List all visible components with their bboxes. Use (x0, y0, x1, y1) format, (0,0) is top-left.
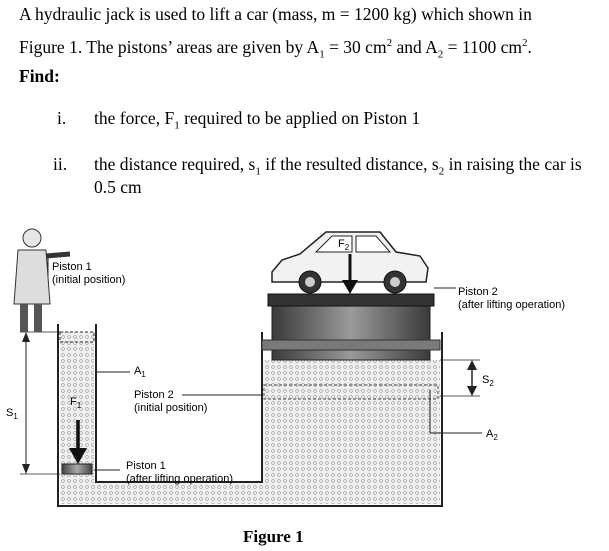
piston2-initial-label: Piston 2 (initial position) (134, 389, 207, 415)
label-line: (after lifting operation) (126, 473, 233, 485)
f1-label: F1 (70, 396, 81, 412)
label-text: F (70, 396, 77, 408)
f2-label: F2 (338, 238, 349, 254)
piston-2-ring (261, 339, 441, 351)
problem-text-segment: and A (392, 37, 438, 57)
subscript: 1 (13, 412, 18, 422)
subscript: 2 (437, 48, 444, 61)
f2-arrowhead (342, 280, 358, 294)
f1-arrowhead (69, 448, 87, 464)
s1-label: S1 (6, 407, 18, 423)
s2-label: S2 (482, 374, 494, 390)
label-text: S (6, 407, 14, 419)
question-number: i. (57, 108, 67, 128)
subscript: 1 (76, 401, 82, 411)
superscript: 2 (386, 37, 393, 50)
piston-2-initial (263, 384, 439, 400)
question-text-segment: the distance required, s (94, 154, 256, 174)
piston2-after-label: Piston 2 (after lifting operation) (458, 286, 565, 312)
label-line: Piston 1 (126, 460, 166, 472)
subscript: 1 (319, 48, 325, 61)
figure-caption: Figure 1 (243, 527, 304, 546)
problem-text-line1: A hydraulic jack is used to lift a car (… (19, 4, 532, 24)
piston1-after-label: Piston 1 (after lifting operation) (126, 460, 233, 486)
question-2-text: the distance required, s1 if the resulte… (94, 154, 582, 178)
find-heading: Find: (19, 66, 60, 87)
problem-text-segment: Figure 1. The pistons’ areas are given b… (19, 37, 320, 57)
label-line: (after lifting operation) (458, 299, 565, 311)
piston-1-after (61, 463, 93, 475)
label-line: (initial position) (52, 274, 126, 286)
label-text: A (134, 365, 142, 377)
subscript: 1 (141, 370, 146, 380)
fluid-small-cylinder (60, 332, 94, 504)
car-platform (267, 293, 435, 307)
container-outline (57, 324, 443, 507)
label-text: S (482, 374, 490, 386)
question-number: ii. (53, 154, 68, 174)
subscript: 2 (438, 165, 445, 178)
subscript: 1 (174, 119, 180, 132)
question-2-number: ii. (53, 154, 67, 175)
subscript: 2 (493, 433, 498, 443)
question-text-segment: if the resulted distance, s (260, 154, 439, 174)
question-1-number: i. (57, 108, 66, 129)
hydraulic-jack-diagram (13, 228, 482, 507)
label-line: Piston 2 (458, 286, 498, 298)
find-label: Find: (19, 66, 60, 86)
label-line: (initial position) (134, 402, 208, 414)
question-text-segment: required to be applied on Piston 1 (179, 108, 421, 128)
question-1-text: the force, F1 required to be applied on … (94, 108, 420, 132)
label-line: Piston 2 (134, 389, 174, 401)
subscript: 1 (255, 165, 261, 178)
problem-text-segment: = 1100 cm (443, 37, 522, 57)
superscript: 2 (522, 37, 528, 50)
piston1-initial-label: Piston 1 (initial position) (52, 261, 125, 287)
question-2-text-cont: 0.5 cm (94, 177, 142, 198)
label-text: A (486, 428, 494, 440)
question-text-segment: 0.5 cm (94, 177, 142, 197)
label-line: Piston 1 (52, 261, 92, 273)
problem-text-segment: = 30 cm (324, 37, 387, 57)
subscript: 2 (344, 243, 350, 253)
problem-text-segment: . (527, 37, 532, 57)
person-icon (13, 228, 71, 332)
piston-2-after (271, 303, 431, 361)
problem-line-1: A hydraulic jack is used to lift a car (… (19, 4, 532, 25)
fluid-large-cylinder (262, 360, 440, 504)
piston-1-initial (59, 331, 95, 343)
subscript: 2 (489, 379, 494, 389)
question-text-segment: the force, F (94, 108, 175, 128)
question-text-segment: in raising the car is (444, 154, 582, 174)
a1-label: A1 (134, 365, 146, 381)
label-text: F (338, 238, 345, 250)
problem-line-2: Figure 1. The pistons’ areas are given b… (19, 37, 532, 61)
a2-label: A2 (486, 428, 498, 444)
